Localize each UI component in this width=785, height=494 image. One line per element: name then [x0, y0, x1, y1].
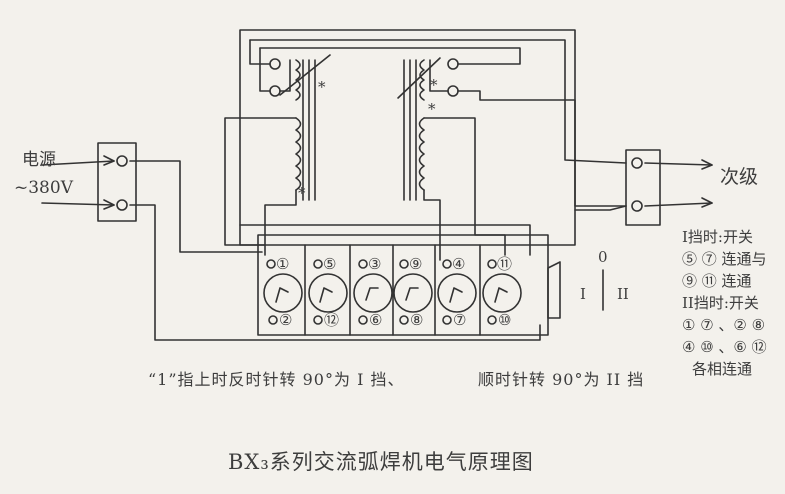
diagram-title: BX₃系列交流弧焊机电气原理图: [228, 450, 534, 474]
switch-dot-bot-3: [358, 315, 368, 325]
switch-dot-top-2: [313, 259, 323, 269]
output-arrowhead-1: [701, 159, 713, 170]
switch-cam-5: [437, 273, 477, 313]
switch-dot-bot-5: [442, 315, 452, 325]
switch-dot-top-1: [266, 259, 276, 269]
output-terminal-block: [625, 149, 661, 226]
right-coil-terminal-bottom: [447, 85, 459, 97]
legend-gear2-line2: ④ ⑩ 、⑥ ⑫: [682, 338, 767, 356]
legend-gear2-line3: 各相连通: [692, 360, 753, 378]
mark-right-primary: *: [428, 100, 436, 118]
switch-terminal-bot-3: ⑥: [369, 311, 383, 329]
wire-mid-1: [224, 117, 297, 246]
wire-mid-2: [264, 189, 297, 256]
wire-top-6: [429, 59, 449, 92]
switch-terminal-top-3: ③: [368, 255, 382, 273]
input-arrow-1: [41, 160, 115, 166]
left-coil-terminal-top: [269, 58, 281, 70]
wire-mid-5: [239, 224, 531, 256]
switch-dot-bot-1: [268, 315, 278, 325]
output-arrow-2: [644, 202, 713, 207]
switch-handle-indicator: [547, 261, 561, 319]
output-terminal-1: [631, 157, 643, 169]
output-terminal-2: [631, 200, 643, 212]
switch-terminal-top-4: ⑨: [409, 255, 423, 273]
switch-cam-1: [263, 273, 303, 313]
switch-dot-bot-2: [313, 315, 323, 325]
input-terminal-block: [97, 142, 137, 222]
switch-cam-3: [353, 273, 393, 313]
switch-position-two: II: [617, 285, 629, 303]
left-primary-coil: [295, 117, 302, 191]
switch-terminal-top-2: ⑤: [323, 255, 337, 273]
switch-contact-6: [494, 287, 508, 303]
switch-contact-5: [449, 287, 463, 303]
switch-terminal-dots: [266, 259, 497, 325]
input-arrow-2: [41, 202, 115, 206]
switch-dot-top-6: [487, 259, 497, 269]
input-terminal-1: [116, 155, 128, 167]
wire-right-out: [457, 90, 627, 207]
wire-mid-4: [423, 189, 441, 261]
note-left: “1”指上时反时针转 90°为 I 挡、: [148, 370, 405, 389]
legend-gear2-heading: II挡时:开关: [682, 294, 759, 312]
wire-top-4: [259, 47, 271, 92]
legend-gear1-heading: I挡时:开关: [682, 228, 753, 246]
switch-terminal-bot-1: ②: [279, 311, 293, 329]
legend-gear2-line1: ① ⑦ 、② ⑧: [682, 316, 766, 334]
right-adjust-arrow: [397, 57, 441, 99]
switch-cam-2: [308, 273, 348, 313]
switch-contact-4: [405, 287, 419, 301]
wire-top-3: [259, 47, 521, 65]
switch-cam-4: [393, 273, 433, 313]
output-label: 次级: [720, 166, 759, 188]
switch-dot-top-5: [442, 259, 452, 269]
switch-dot-bot-6: [487, 315, 497, 325]
input-label-top: 电源: [22, 150, 56, 170]
switch-terminal-top-5: ④: [452, 255, 466, 273]
switch-terminal-top-6: ⑪: [497, 255, 513, 273]
wire-input-1: [129, 160, 263, 253]
switch-terminal-bot-6: ⑩: [498, 311, 512, 329]
right-primary-coil: [418, 117, 425, 191]
left-secondary-coil: [295, 59, 301, 101]
switch-dot-top-4: [399, 259, 409, 269]
left-coil-terminal-bottom: [269, 85, 281, 97]
input-label-bottom: ~380V: [14, 178, 73, 198]
switch-terminal-bot-5: ⑦: [453, 311, 467, 329]
switch-contact-1: [275, 287, 289, 303]
mark-left-secondary: *: [318, 78, 326, 96]
input-arrowhead-1: [103, 155, 115, 166]
output-arrow-1: [644, 162, 713, 166]
wire-top-1: [249, 39, 627, 164]
output-arrowhead-2: [701, 197, 713, 208]
left-adjust-arrow: [279, 54, 331, 96]
wire-mid-6: [574, 205, 627, 211]
switch-contact-2: [319, 287, 333, 303]
switch-contact-3: [365, 287, 379, 301]
switch-terminal-bot-2: ⑫: [324, 311, 340, 329]
switch-units: [263, 244, 522, 336]
switch-dot-top-3: [358, 259, 368, 269]
note-right: 顺时针转 90°为 II 挡: [478, 370, 645, 389]
mark-right-secondary: *: [430, 76, 438, 94]
switch-cam-6: [482, 273, 522, 313]
switch-position-zero: 0: [598, 248, 608, 266]
wire-top-2: [249, 39, 271, 65]
wire-top-5: [279, 59, 291, 92]
switch-position-one: I: [580, 285, 586, 303]
switch-terminal-bot-4: ⑧: [410, 311, 424, 329]
switch-dot-bot-4: [399, 315, 409, 325]
input-arrowhead-2: [103, 199, 115, 210]
legend-gear1-line2: ⑨ ⑪ 连通: [682, 272, 752, 290]
right-coil-terminal-top: [447, 58, 459, 70]
mark-left-primary: *: [298, 184, 306, 202]
switch-terminal-top-1: ①: [276, 255, 290, 273]
input-terminal-2: [116, 199, 128, 211]
legend-gear1-line1: ⑤ ⑦ 连通与: [682, 250, 767, 268]
right-secondary-coil: [419, 59, 425, 101]
